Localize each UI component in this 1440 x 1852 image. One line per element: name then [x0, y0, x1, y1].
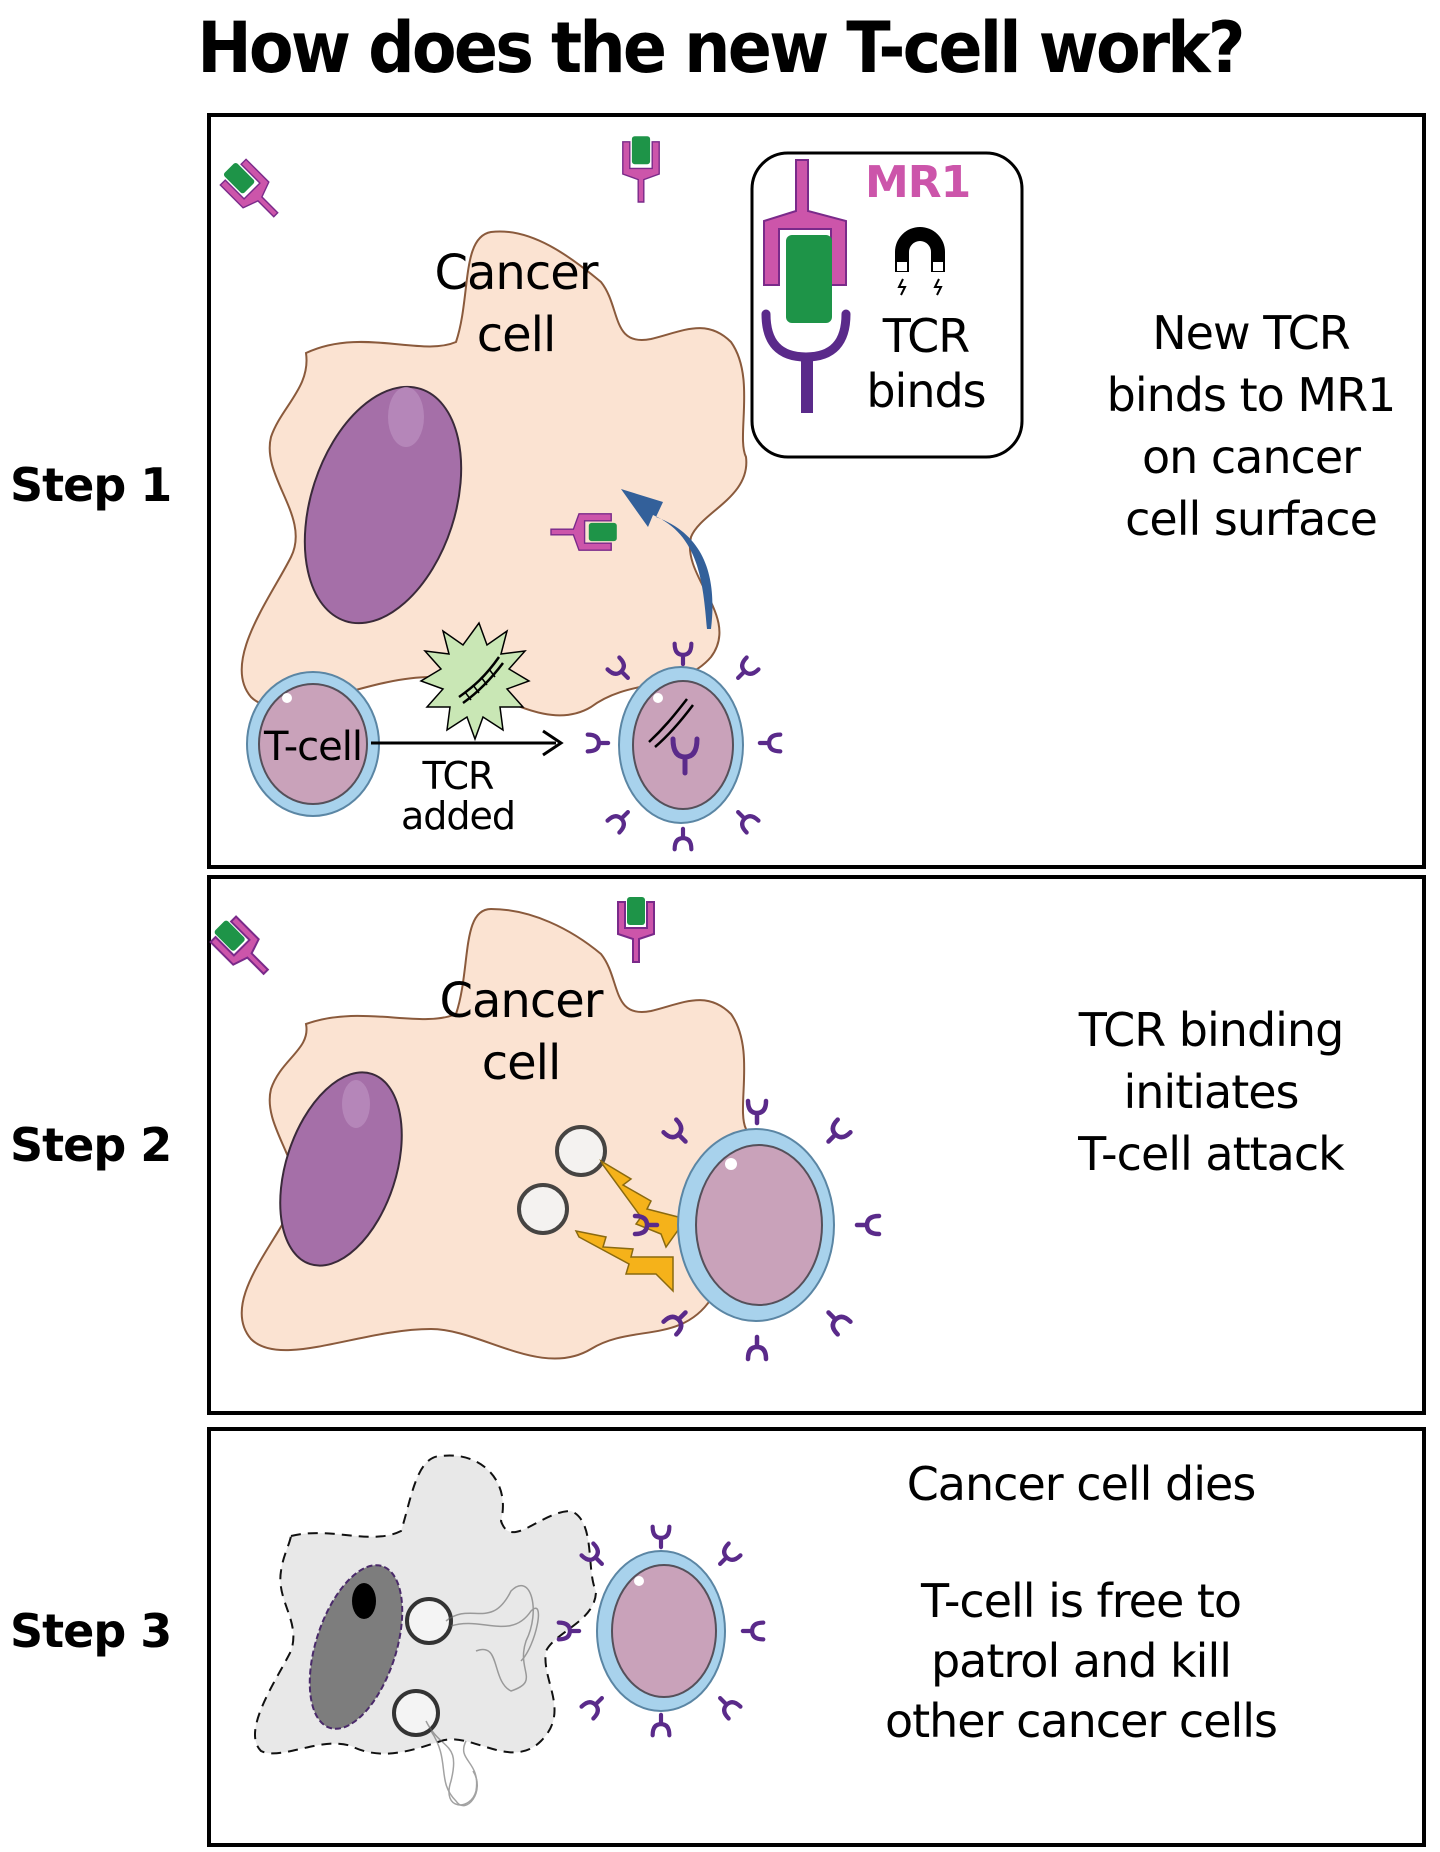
description-line: T-cell attack: [1078, 1127, 1345, 1181]
lightning-bolt-icon: [599, 1159, 688, 1249]
step-1-description: New TCR binds to MR1 on cancer cell surf…: [1081, 302, 1421, 550]
engineered-t-cell: [588, 644, 781, 850]
process-label-line1: TCR: [422, 754, 495, 798]
step-3-illustration: [254, 1454, 1430, 1807]
mr1-receptor-large: [763, 159, 847, 323]
step-2-panel: Cancer cell TCR binding initiates T-cell…: [207, 875, 1426, 1415]
cancer-cell-label-line2: cell: [477, 307, 556, 363]
cancer-cell-label-line1: Cancer: [434, 245, 598, 301]
mr1-receptor: [209, 915, 270, 976]
mr1-receptor: [215, 154, 290, 229]
process-label-line2: added: [401, 794, 515, 838]
step-2-label: Step 2: [10, 1118, 172, 1172]
step-1-illustration: Cancer cell MR1 TCR binds T-cell: [215, 135, 1024, 873]
cancer-nucleus: [303, 385, 463, 625]
dead-nucleus: [308, 1564, 404, 1730]
description-line: TCR binding: [1078, 1003, 1345, 1057]
mr1-label: MR1: [865, 157, 970, 208]
description-line: initiates: [1123, 1065, 1299, 1119]
step-3-panel: Cancer cell dies T-cell is free to patro…: [207, 1427, 1426, 1847]
step-2-illustration: Cancer cell: [209, 897, 1430, 1419]
mr1-receptor: [617, 897, 655, 963]
membrane-hole: [392, 1597, 453, 1737]
step-1-panel: Cancer cell MR1 TCR binds T-cell: [207, 113, 1426, 869]
step-3-description: T-cell is free to patrol and kill other …: [781, 1571, 1381, 1751]
description-line: on cancer: [1141, 430, 1361, 484]
description-line: New TCR: [1152, 306, 1350, 360]
t-cell: [559, 1527, 764, 1736]
step-3-label: Step 3: [10, 1604, 172, 1658]
description-line: T-cell is free to: [920, 1574, 1242, 1628]
lightning-bolt-icon: [574, 1229, 674, 1293]
dna-burst-icon: [419, 621, 531, 742]
tcr-binds-label-line1: TCR: [882, 309, 970, 363]
description-line: cell surface: [1125, 492, 1378, 546]
cancer-cell-label-line1: Cancer: [439, 973, 603, 1029]
tcr-receptor-large: [761, 309, 851, 413]
step-1-label: Step 1: [10, 458, 172, 512]
cancer-cell-label-line2: cell: [482, 1035, 561, 1091]
tcr-binds-label-line2: binds: [866, 364, 985, 418]
description-line: patrol and kill: [930, 1634, 1232, 1688]
t-cell-label: T-cell: [263, 724, 362, 770]
mr1-receptor: [622, 135, 660, 203]
step-3-description-top: Cancer cell dies: [906, 1457, 1257, 1511]
t-cell: [635, 1101, 879, 1359]
magnet-icon: [895, 227, 945, 296]
description-line: binds to MR1: [1106, 368, 1397, 422]
cancer-nucleus: [279, 1071, 403, 1267]
membrane-hole: [517, 1125, 607, 1235]
step-2-description: TCR binding initiates T-cell attack: [1041, 999, 1381, 1185]
description-line: other cancer cells: [884, 1694, 1278, 1748]
smoke-wisp: [425, 1584, 540, 1807]
page-title: How does the new T-cell work?: [197, 7, 1245, 89]
naive-t-cell: [246, 671, 380, 817]
